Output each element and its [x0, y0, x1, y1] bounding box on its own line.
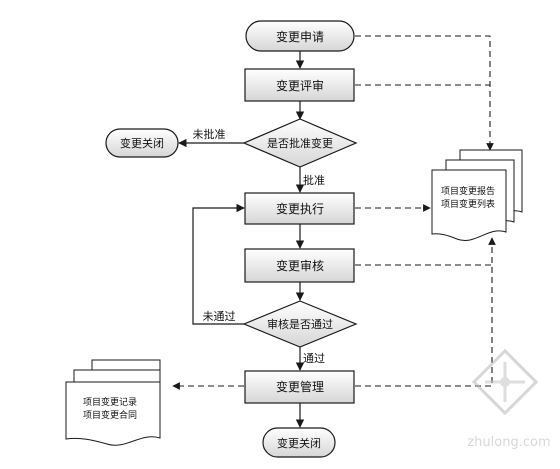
- node-label: 审核是否通过: [267, 317, 333, 331]
- node-passed-decision: 审核是否通过: [242, 300, 358, 348]
- terminator-shape: [105, 128, 179, 158]
- edge-label-not-approved: 未批准: [193, 127, 226, 141]
- dash-apply-report: [355, 35, 494, 151]
- process-shape: [244, 192, 355, 225]
- decision-shape: [242, 118, 358, 168]
- document-sheet-front: [65, 381, 161, 446]
- node-label: 变更管理: [276, 379, 324, 394]
- process-shape: [244, 370, 355, 404]
- node-label: 变更审核: [276, 258, 324, 273]
- node-label: 变更申请: [276, 29, 324, 44]
- node-label: 变更执行: [276, 201, 324, 216]
- process-shape: [244, 68, 355, 102]
- terminator-shape: [262, 427, 336, 458]
- node-label: 是否批准变更: [267, 136, 333, 150]
- watermark-center-icon: [500, 377, 510, 387]
- watermark-diamond: [471, 348, 539, 416]
- document-label: 项目变更记录: [83, 396, 137, 408]
- edge-label-passed: 通过: [303, 352, 325, 365]
- document-label: 项目变更报告: [441, 185, 495, 197]
- node-label: 变更评审: [276, 78, 324, 93]
- document-sheet-front: [431, 169, 507, 241]
- edge-notpassed-loop: [192, 203, 245, 325]
- node-apply: 变更申请: [245, 20, 355, 52]
- edge-label-not-passed: 未通过: [203, 310, 236, 323]
- edge-label-approved: 批准: [303, 173, 325, 187]
- document-label: 项目变更合同: [83, 409, 137, 421]
- node-close-bottom: 变更关闭: [262, 427, 336, 458]
- node-approve-decision: 是否批准变更: [242, 118, 358, 168]
- document-label: 项目变更列表: [441, 198, 495, 210]
- watermark-logo: zhulong.com: [467, 348, 551, 450]
- node-label: 变更关闭: [277, 436, 321, 450]
- node-audit: 变更审核: [244, 248, 355, 283]
- node-label: 变更关闭: [120, 136, 164, 150]
- decision-shape: [242, 300, 358, 348]
- node-close-top: 变更关闭: [105, 128, 179, 158]
- terminator-shape: [245, 20, 355, 52]
- process-shape: [244, 248, 355, 283]
- document-connectors: [172, 35, 496, 390]
- document-stack-record: 项目变更记录 项目变更合同: [65, 359, 161, 446]
- document-stack-report: 项目变更报告 项目变更列表: [431, 149, 523, 241]
- dash-manage-report: [355, 237, 496, 387]
- node-review: 变更评审: [244, 68, 355, 102]
- node-execute: 变更执行: [244, 192, 355, 225]
- flow-connectors: [178, 51, 305, 428]
- node-manage: 变更管理: [244, 370, 355, 404]
- watermark-text: zhulong.com: [467, 435, 550, 450]
